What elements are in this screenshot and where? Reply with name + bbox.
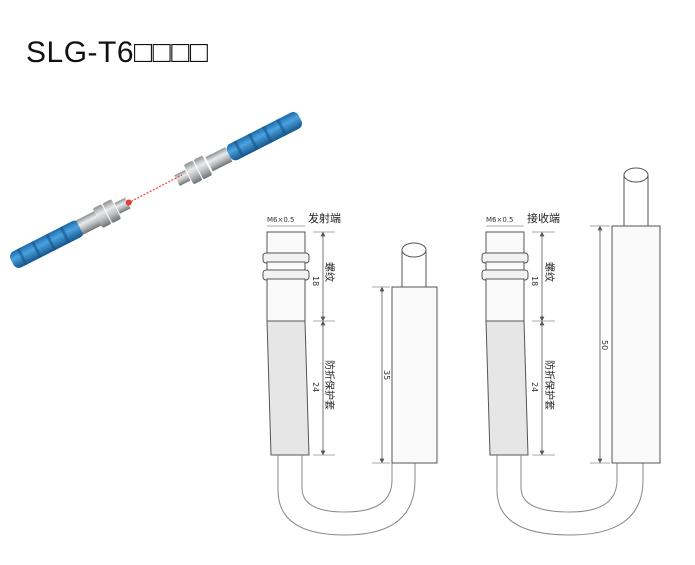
receiver-thread-spec: M6×0.5 (486, 216, 514, 224)
emitter-body-length: 35 (382, 370, 391, 380)
emitter-fiber-cable (9, 197, 132, 268)
emitter-sleeve-label: 防折保护套 (323, 360, 336, 410)
emitter-sleeve-length: 24 (311, 382, 320, 392)
receiver-thread-label: 螺纹 (543, 262, 556, 282)
receiver-drawing (481, 167, 661, 536)
emitter-drawing (262, 225, 438, 536)
emitter-thread-spec: M6×0.5 (267, 216, 295, 224)
receiver-sleeve-length: 24 (530, 382, 539, 392)
receiver-thread-length: 18 (530, 276, 539, 286)
emitter-thread-label: 螺纹 (323, 262, 336, 282)
receiver-sleeve-label: 防折保护套 (543, 360, 556, 410)
emitter-name: 发射端 (308, 211, 341, 225)
receiver-fiber-cable (174, 112, 303, 186)
receiver-body-length: 50 (600, 340, 609, 350)
receiver-name: 接收端 (527, 211, 560, 225)
product-photo (9, 112, 303, 268)
emitter-thread-length: 18 (311, 276, 320, 286)
laser-beam (127, 174, 183, 204)
receiver-labels: M6×0.5 接收端 螺纹 18 防折保护套 24 50 (486, 211, 609, 410)
product-title: SLG-T6□□□□ (26, 36, 209, 69)
emitter-labels: M6×0.5 发射端 螺纹 18 防折保护套 24 35 (267, 211, 391, 410)
